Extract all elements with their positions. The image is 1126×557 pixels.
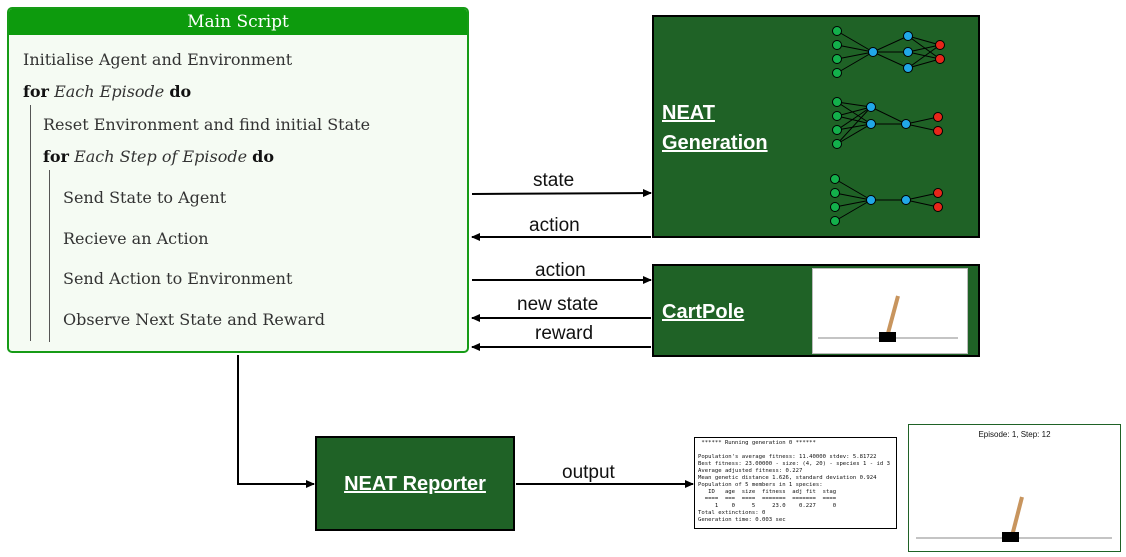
hidden-node xyxy=(866,102,876,112)
render-frame-drawing xyxy=(916,496,1112,542)
cartpole-title: CartPole xyxy=(662,301,745,323)
input-node xyxy=(832,111,842,121)
do-keyword: do xyxy=(169,82,192,101)
console-line: Average adjusted fitness: 0.227 xyxy=(698,468,803,474)
network-genome-1 xyxy=(832,26,945,78)
input-node xyxy=(832,54,842,64)
hidden-node xyxy=(903,31,913,41)
edge-label-action-in: action xyxy=(529,215,580,236)
output-node xyxy=(933,188,943,198)
output-node xyxy=(935,40,945,50)
input-node xyxy=(830,188,840,198)
hidden-node xyxy=(868,47,878,57)
arrow-state xyxy=(471,189,652,198)
console-line: ****** Running generation 0 ****** xyxy=(698,440,816,446)
hidden-node xyxy=(866,195,876,205)
hidden-node xyxy=(901,195,911,205)
arrow-to-reporter xyxy=(237,355,315,488)
output-node xyxy=(933,112,943,122)
episode-scope-line xyxy=(30,105,31,341)
edge-label-reward: reward xyxy=(535,323,594,344)
hidden-node xyxy=(903,63,913,73)
step-scope-line xyxy=(49,170,50,342)
input-node xyxy=(832,26,842,36)
init-line: Initialise Agent and Environment xyxy=(23,50,293,69)
output-node xyxy=(933,126,943,136)
console-line: Best fitness: 23.00000 - size: (4, 20) -… xyxy=(698,461,890,467)
do-keyword: do xyxy=(252,147,275,166)
each-episode-text: Each Episode xyxy=(54,82,165,101)
console-output: ****** Running generation 0 ****** Popul… xyxy=(694,437,897,529)
console-line: ==== === ==== ======= ======= ==== xyxy=(698,496,837,502)
hidden-node xyxy=(901,119,911,129)
send-state-line: Send State to Agent xyxy=(63,188,227,207)
output-node xyxy=(935,54,945,64)
neat-generation-title-line1: NEAT xyxy=(662,102,715,124)
neat-generation-title-line2: Generation xyxy=(662,132,768,154)
edge-label-new-state: new state xyxy=(517,294,599,315)
input-node xyxy=(832,139,842,149)
main-script-box: Main Script Initialise Agent and Environ… xyxy=(7,7,469,353)
hidden-node xyxy=(866,119,876,129)
input-node xyxy=(832,68,842,78)
cart xyxy=(879,332,896,342)
send-action-line: Send Action to Environment xyxy=(63,269,293,288)
main-script-title: Main Script xyxy=(9,9,467,35)
for-step-line: for Each Step of Episode do xyxy=(43,147,274,166)
network-genome-2 xyxy=(832,97,943,149)
cart xyxy=(1002,532,1019,542)
cartpole-thumbnail-drawing xyxy=(818,295,958,342)
console-line: Generation time: 0.003 sec xyxy=(698,517,786,523)
output-node xyxy=(933,202,943,212)
edge-label-state: state xyxy=(533,170,575,191)
console-line: ID age size fitness adj fit stag xyxy=(698,489,837,495)
recieve-action-line: Recieve an Action xyxy=(63,229,209,248)
for-keyword: for xyxy=(43,147,69,166)
console-line: Mean genetic distance 1.626, standard de… xyxy=(698,475,877,481)
pole xyxy=(1010,496,1024,537)
pole xyxy=(885,295,900,338)
for-keyword: for xyxy=(23,82,49,101)
for-episode-line: for Each Episode do xyxy=(23,82,191,101)
each-step-text: Each Step of Episode xyxy=(74,147,248,166)
hidden-node xyxy=(903,47,913,57)
network-genome-3 xyxy=(830,174,943,226)
episode-render-title: Episode: 1, Step: 12 xyxy=(978,430,1051,439)
input-node xyxy=(832,125,842,135)
input-node xyxy=(830,202,840,212)
neat-generation-box: NEAT Generation xyxy=(652,15,980,238)
neat-reporter-box: NEAT Reporter xyxy=(315,436,515,531)
input-node xyxy=(832,40,842,50)
console-line: 1 0 5 23.0 0.227 0 xyxy=(698,503,837,509)
reset-line: Reset Environment and find initial State xyxy=(43,115,371,134)
observe-line: Observe Next State and Reward xyxy=(63,310,326,329)
console-line: Population of 5 members in 1 species: xyxy=(698,482,823,488)
console-line: Total extinctions: 0 xyxy=(698,510,766,516)
edge-label-action-out: action xyxy=(535,260,586,281)
input-node xyxy=(830,174,840,184)
input-node xyxy=(832,97,842,107)
input-node xyxy=(830,216,840,226)
edge-label-output: output xyxy=(562,462,615,483)
neat-reporter-title: NEAT Reporter xyxy=(344,473,486,495)
console-line: Population's average fitness: 11.40000 s… xyxy=(698,454,877,460)
